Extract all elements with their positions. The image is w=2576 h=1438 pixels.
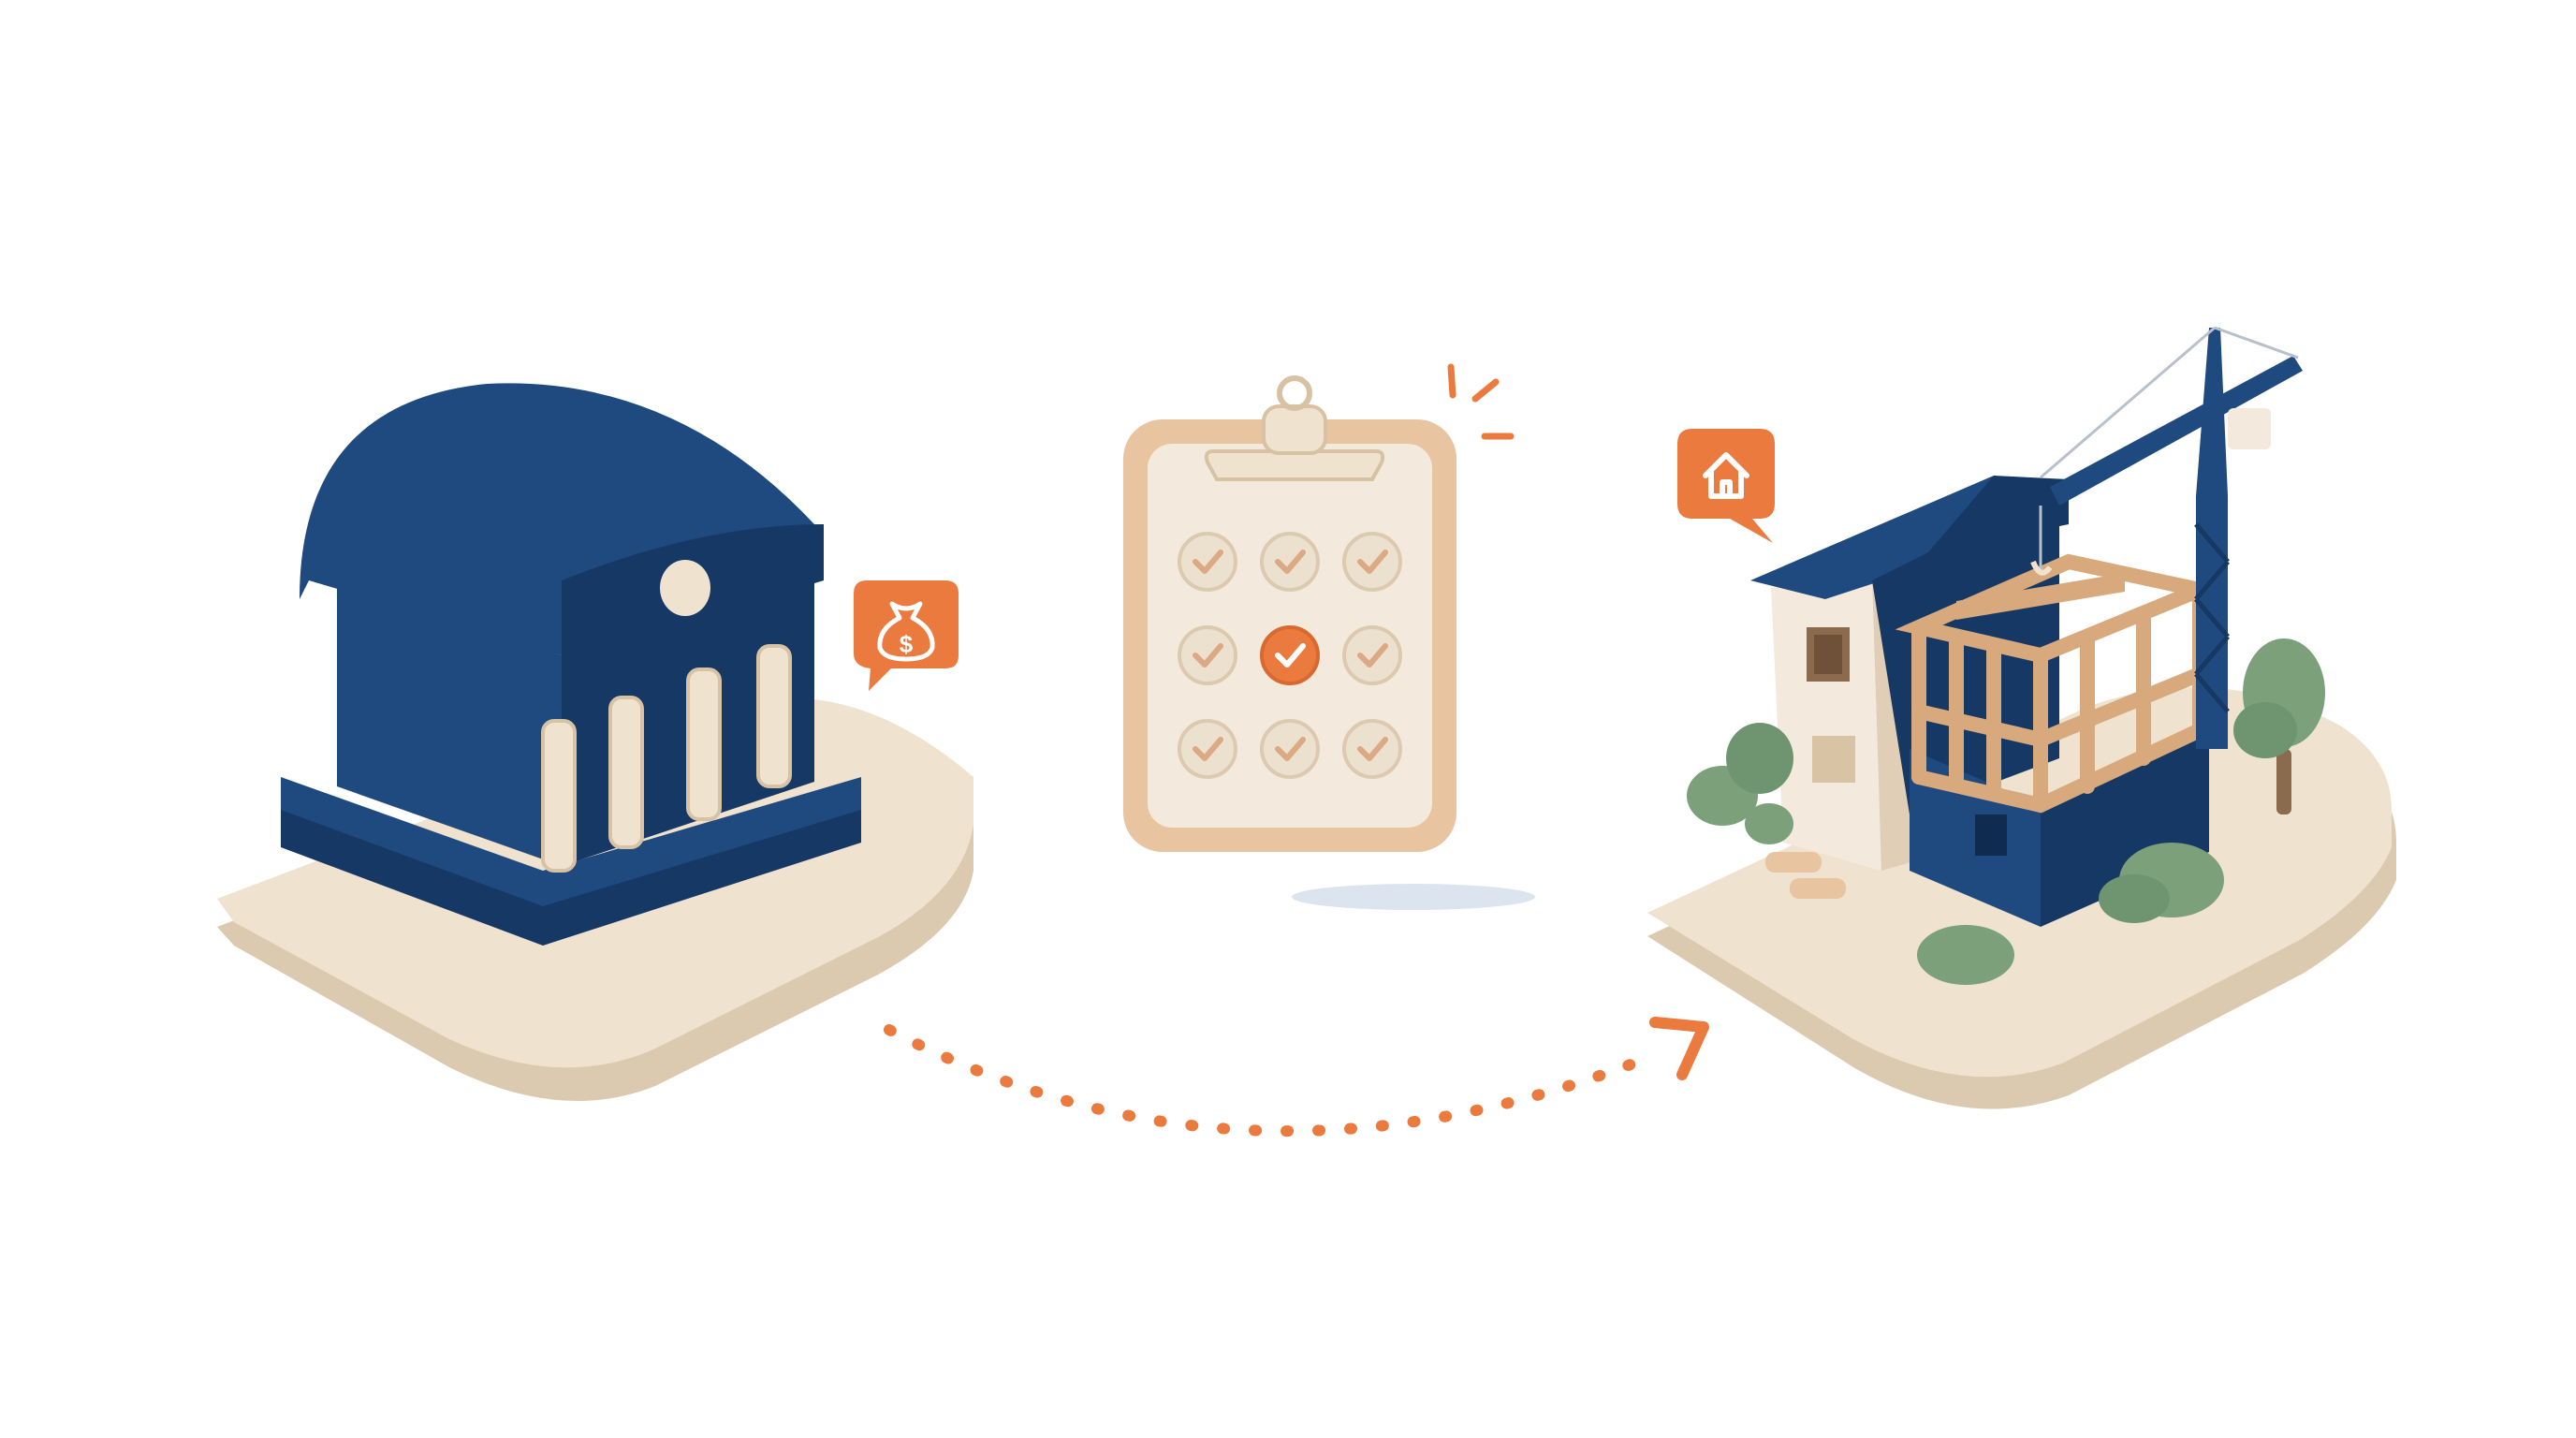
check-item: [1178, 719, 1237, 779]
money-bag-badge: $: [854, 580, 959, 691]
construction-scene: [1647, 326, 2396, 1109]
clipboard-shadow: [1292, 884, 1535, 910]
checkmark-icon: [1357, 643, 1388, 668]
bank-icon: [281, 383, 861, 946]
crane-icon: [2030, 326, 2303, 749]
bushes: [1687, 723, 2224, 985]
dotted-arrow-icon: [884, 1017, 1709, 1137]
stepping-stones: [1765, 852, 1846, 899]
checkmark-icon: [1357, 737, 1388, 761]
crane-hook: [2030, 560, 2053, 576]
checkmark-icon: [1275, 643, 1306, 668]
money-bag-icon: [877, 601, 935, 662]
sparkle-lines: [1447, 363, 1515, 440]
check-item: [1178, 532, 1237, 592]
check-item: [1260, 719, 1320, 779]
check-grid: [1178, 532, 1402, 779]
check-item: [1342, 719, 1402, 779]
bank-medallion: [660, 560, 710, 616]
house-under-construction-icon: [1750, 476, 2225, 927]
check-item: [1342, 532, 1402, 592]
checkmark-icon: [1193, 737, 1223, 761]
bank-scene: $: [217, 383, 973, 1101]
checkmark-icon: [1193, 550, 1223, 574]
lifted-beam: [1956, 573, 2125, 620]
window: [1812, 736, 1855, 783]
clipboard-clip: [1204, 375, 1385, 481]
checkmark-icon: [1357, 550, 1388, 574]
checkmark-icon: [1193, 643, 1223, 668]
arrow-head: [1649, 1017, 1709, 1080]
check-item: [1178, 625, 1237, 685]
checkmark-icon: [1275, 737, 1306, 761]
house-badge: [1677, 429, 1775, 543]
check-item-highlighted: [1260, 625, 1320, 685]
checkmark-icon: [1275, 550, 1306, 574]
tree: [2233, 638, 2325, 814]
house-icon: [1703, 452, 1749, 499]
checklist-clipboard-icon: [1123, 363, 1535, 910]
crane-counterweight: [2228, 408, 2271, 449]
check-item: [1342, 625, 1402, 685]
bank-columns: [541, 644, 792, 873]
window: [1975, 814, 2007, 856]
money-symbol: $: [900, 630, 914, 658]
check-item: [1260, 532, 1320, 592]
